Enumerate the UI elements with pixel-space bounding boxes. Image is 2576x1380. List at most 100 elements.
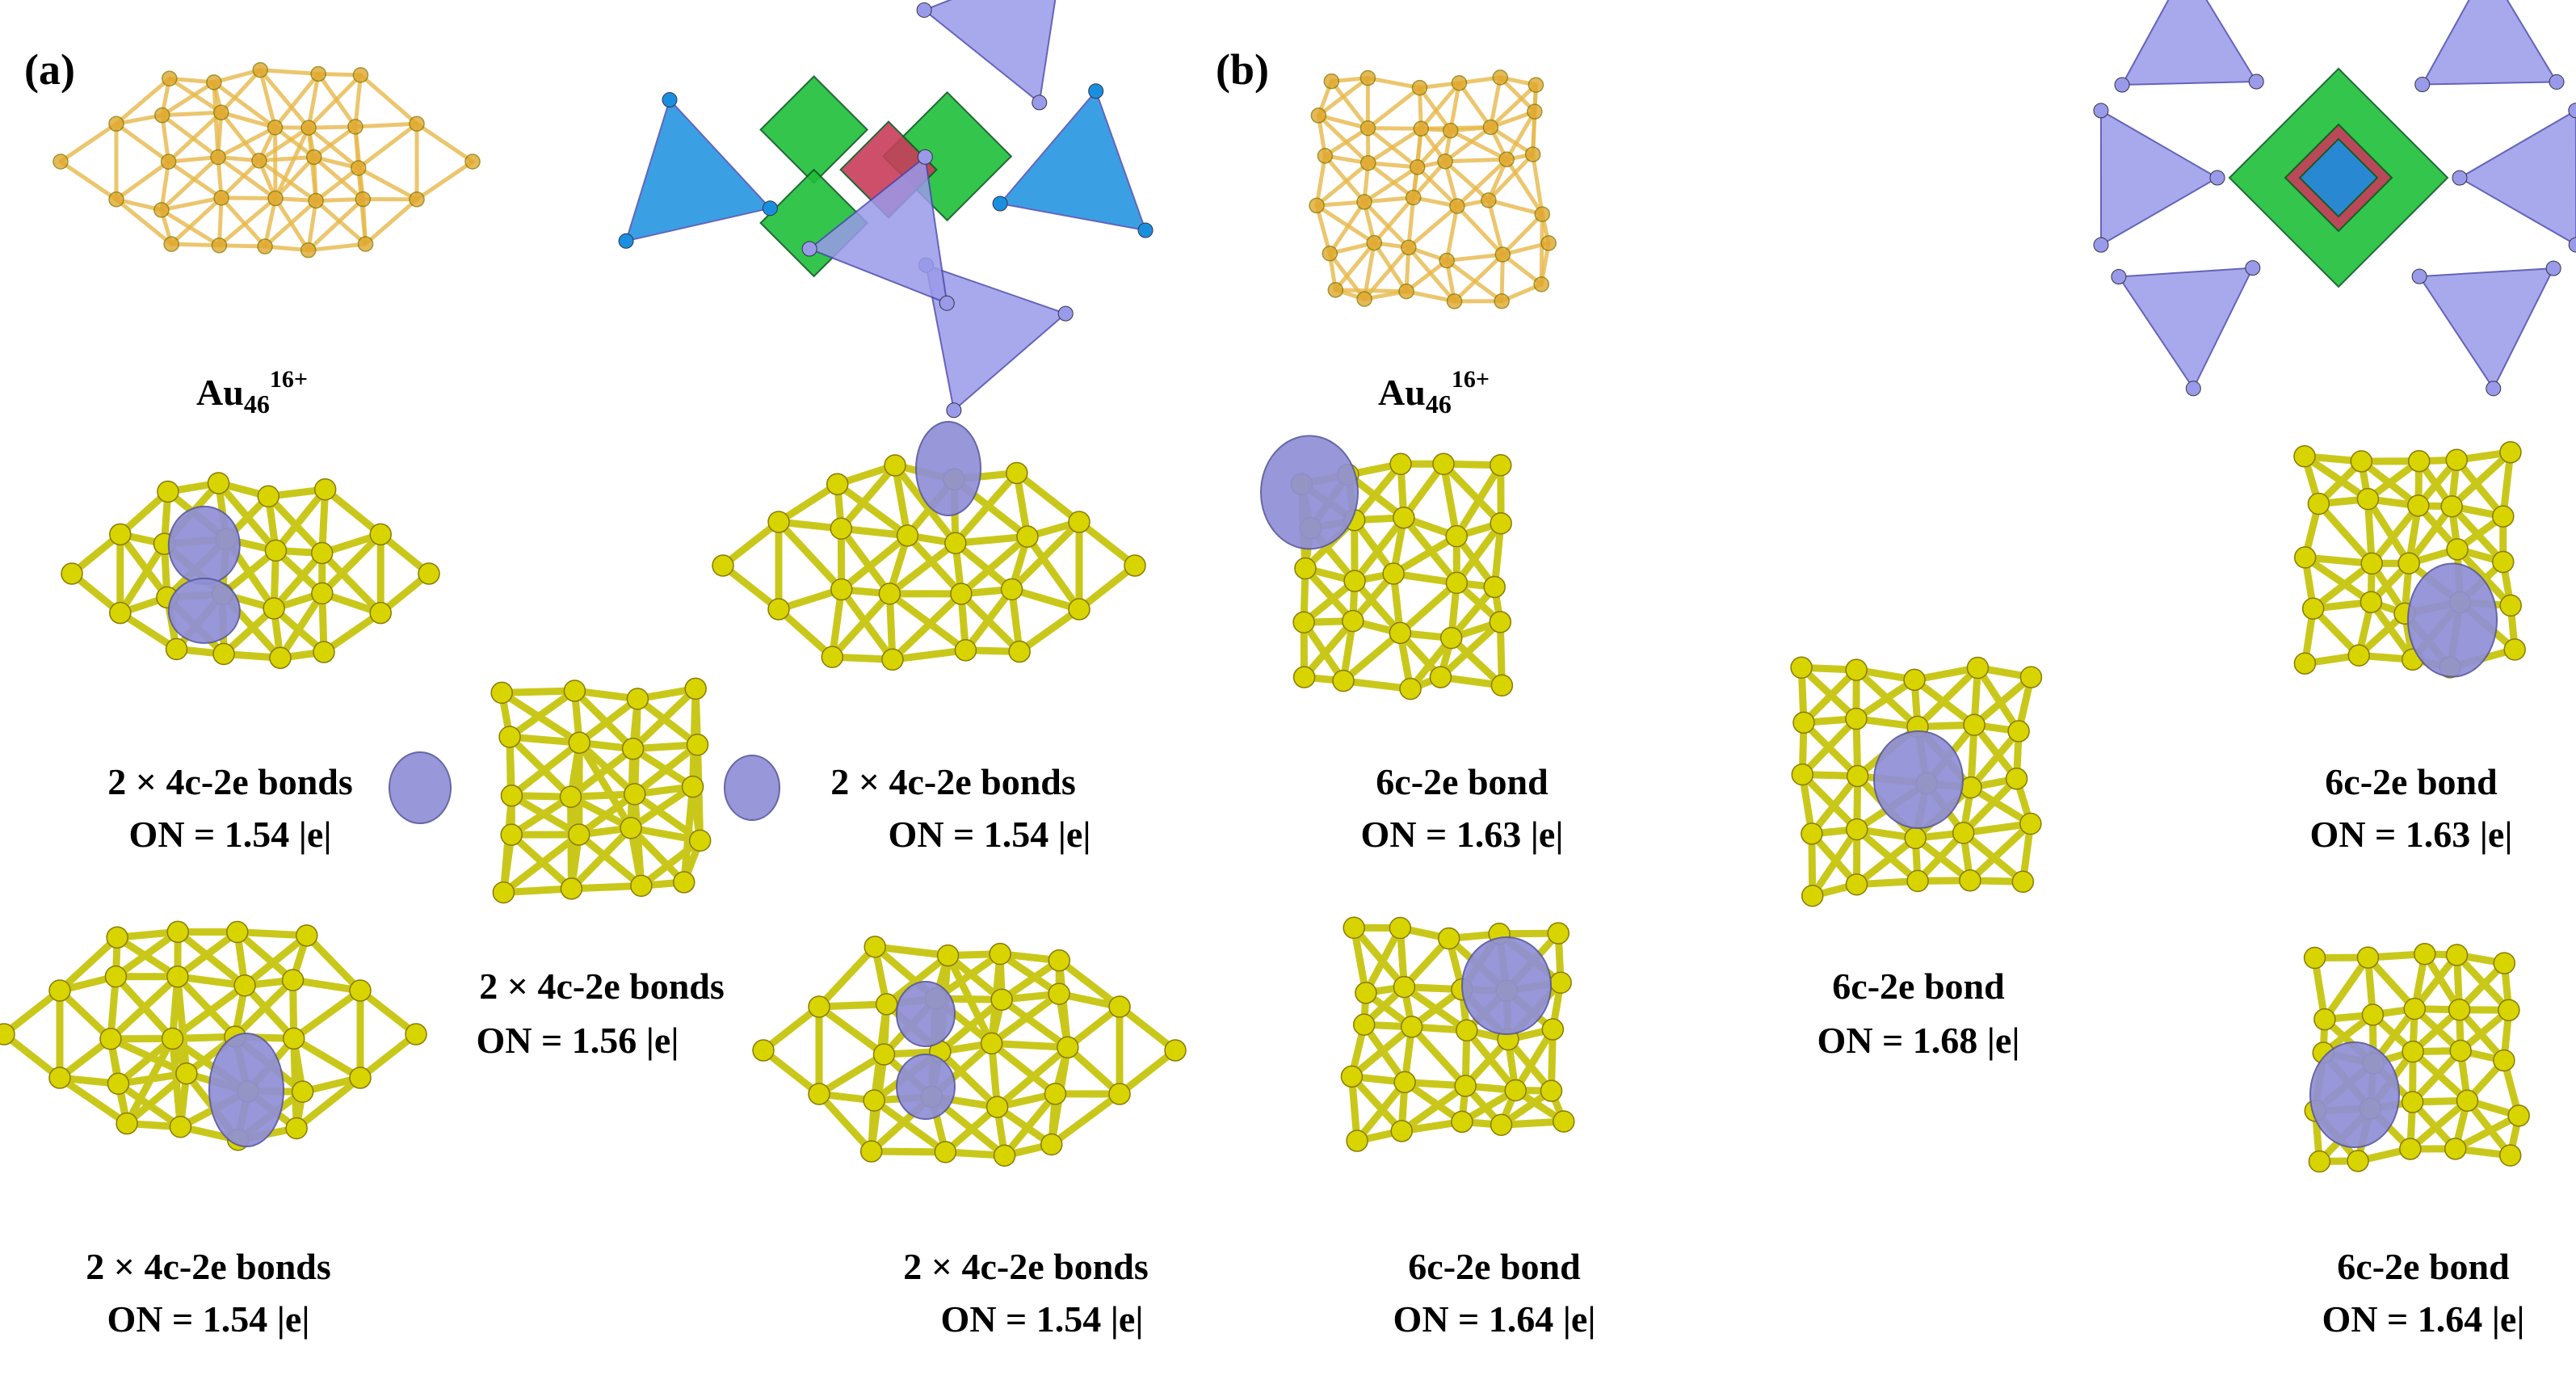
bond-stick: [1351, 460, 1405, 524]
atom: [2301, 597, 2325, 620]
caption-b-r1-line2: ON = 1.63 |e|: [1360, 814, 1564, 855]
atom: [2456, 1089, 2479, 1112]
atom: [211, 237, 228, 254]
bond-stick: [998, 957, 1063, 1003]
bond-stick: [1498, 75, 1537, 114]
atom: [936, 944, 960, 967]
atom: [1482, 119, 1499, 136]
bond-stick: [160, 80, 216, 118]
atom: [568, 731, 591, 755]
bond-stick: [1316, 113, 1370, 131]
atom: [162, 70, 178, 87]
bond-cluster-b-r4: [2303, 943, 2530, 1173]
bond-stick: [1055, 957, 1124, 1011]
isosurface-lobe: [2309, 1041, 2400, 1148]
atom: [2011, 870, 2035, 894]
panel-label-b: (b): [1216, 45, 1269, 94]
atom: [1540, 235, 1557, 251]
atom: [859, 1140, 883, 1163]
atom: [409, 116, 425, 132]
atom: [686, 734, 709, 756]
bond-stick: [1023, 532, 1083, 613]
atom: [1790, 656, 1813, 679]
atom: [2293, 445, 2316, 468]
bond-stick: [904, 532, 965, 598]
bond-stick: [318, 530, 385, 597]
bond-stick: [1455, 157, 1509, 208]
atom: [1006, 461, 1028, 485]
bond-stick: [567, 824, 635, 893]
atom: [48, 1067, 71, 1089]
bond-stick: [1362, 241, 1376, 301]
atom: [281, 969, 305, 991]
atom: [2407, 494, 2430, 517]
bond-stick: [680, 783, 697, 886]
bond-stick: [1488, 125, 1536, 157]
bond-stick: [318, 549, 385, 617]
caption-b-r2-line1: 6c-2e bond: [2325, 761, 2498, 802]
atom: [226, 920, 249, 944]
atom: [405, 1023, 427, 1046]
bond-stick: [1366, 126, 1423, 166]
bond-stick: [219, 68, 263, 115]
bond-stick: [114, 121, 171, 164]
atom: [1294, 557, 1317, 580]
bond-stick: [1808, 772, 1862, 838]
atom: [1389, 621, 1412, 645]
bond-stick: [356, 121, 419, 170]
vertex: [939, 295, 955, 311]
atom: [830, 517, 853, 540]
atom: [169, 1115, 192, 1138]
atom: [1016, 525, 1039, 548]
bond-stick: [891, 461, 912, 540]
bond-stick: [258, 68, 278, 130]
bond-stick: [1404, 259, 1449, 294]
vertex: [916, 2, 932, 18]
atom: [257, 485, 280, 508]
atom: [233, 974, 256, 997]
bond-stick: [289, 976, 364, 995]
atom: [1432, 452, 1455, 476]
atom: [347, 119, 363, 135]
bond-stick: [1511, 1025, 1557, 1094]
bond-stick: [1531, 152, 1544, 217]
atom: [2493, 952, 2516, 974]
bond-stick: [241, 932, 311, 990]
atom: [1393, 1071, 1416, 1094]
vertex: [2549, 74, 2565, 90]
tetrahedron: [2117, 267, 2255, 390]
isosurface-lobe: [896, 981, 956, 1047]
bond-stick: [321, 486, 385, 538]
bond-stick: [1366, 161, 1420, 170]
atom: [1846, 764, 1869, 788]
bond-stick: [1809, 825, 1861, 900]
bond-stick: [219, 196, 278, 201]
bond-stick: [1314, 203, 1376, 246]
bond-stick: [2301, 452, 2372, 503]
bond-stick: [1448, 634, 1506, 689]
atom: [863, 1089, 885, 1112]
bond-stick: [1411, 159, 1448, 200]
atom: [1492, 69, 1508, 86]
cluster-layer: [0, 0, 2576, 1173]
vertex: [1057, 305, 1074, 322]
atom: [213, 190, 229, 206]
atom: [1534, 206, 1551, 222]
atom: [1490, 674, 1514, 697]
bond-stick: [1404, 289, 1457, 304]
bond-stick: [1316, 113, 1371, 166]
bond-stick: [220, 604, 278, 658]
atom: [1048, 982, 1070, 1005]
atom: [1040, 1133, 1063, 1156]
atom: [1963, 713, 1986, 736]
atom: [2448, 998, 2471, 1021]
bond-stick: [998, 995, 1072, 1051]
atom: [684, 677, 707, 701]
atom: [954, 639, 977, 662]
vertex: [2545, 260, 2561, 276]
atom: [2440, 494, 2463, 518]
bond-stick: [837, 524, 893, 598]
bond-stick: [871, 943, 952, 960]
bond-stick: [631, 741, 702, 798]
bond-stick: [1116, 1003, 1179, 1054]
